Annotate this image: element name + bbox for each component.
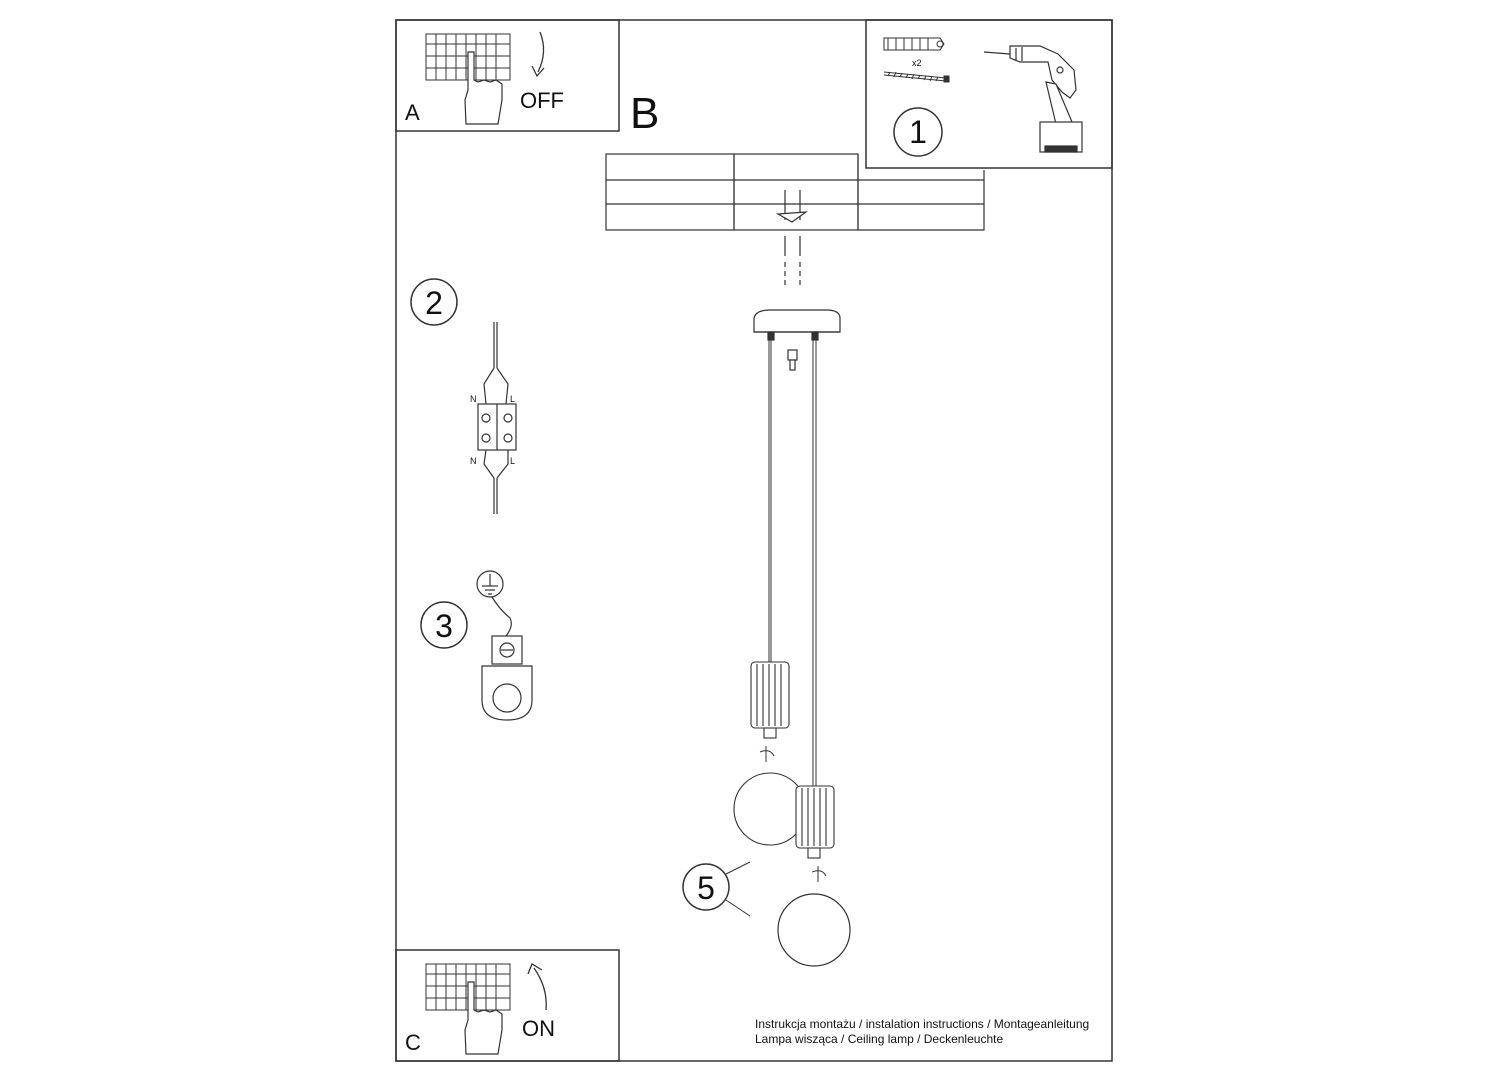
off-label: OFF [520,88,564,113]
terminal-block-icon [477,322,517,514]
step-2-circle [410,278,458,326]
terminal-n-top: N [470,394,477,404]
tools-panel: x2 1 [865,19,1113,169]
step-1-number: 1 [909,114,927,150]
curved-arrow-icon [533,967,547,1011]
ceiling-screws [775,190,809,288]
panel-a-frame [395,19,620,132]
panel-a-letter: A [405,100,420,125]
ground-icon [476,570,512,637]
terminal-l-top: L [510,394,515,404]
step-2-number: 2 [425,285,443,321]
footer-line-1: Instrukcja montażu / instalation instruc… [755,1017,1089,1031]
terminal-l-bottom: L [510,456,515,466]
step-3-circle [420,601,468,649]
ceiling-canopy-icon [753,309,841,371]
rotate-symbol [759,746,827,882]
outer-frame [395,19,1113,1062]
panel-b-letter: B [630,89,659,138]
hand-icon [464,51,503,125]
lamp-holder-icon [733,772,835,859]
panel-c-frame [395,949,620,1062]
step-5-circle [682,863,730,911]
quantity-label: x2 [912,58,922,68]
lamp-holder-icon [750,661,790,739]
step-5-pointer [725,861,751,917]
terminal-n-bottom: N [470,456,477,466]
step-5-number: 5 [697,870,715,906]
panel-c: C ON [395,949,620,1062]
glass-globe-icon [777,893,851,967]
on-label: ON [522,1016,555,1041]
tools-frame [865,19,1113,169]
ceiling-beams [605,153,985,231]
drill-icon [983,45,1083,153]
footer-line-2: Lampa wisząca / Ceiling lamp / Deckenleu… [755,1032,1003,1046]
screw-icon [883,71,950,83]
hand-icon [464,981,503,1055]
ground-terminal-icon [481,635,533,721]
panel-a: A OFF [395,19,620,132]
step-3-number: 3 [435,608,453,644]
wall-plug-icon [883,37,945,51]
suspension-cables [768,340,817,786]
curved-arrow-icon [537,31,545,73]
step-1-circle [893,107,943,157]
panel-c-letter: C [405,1030,421,1055]
